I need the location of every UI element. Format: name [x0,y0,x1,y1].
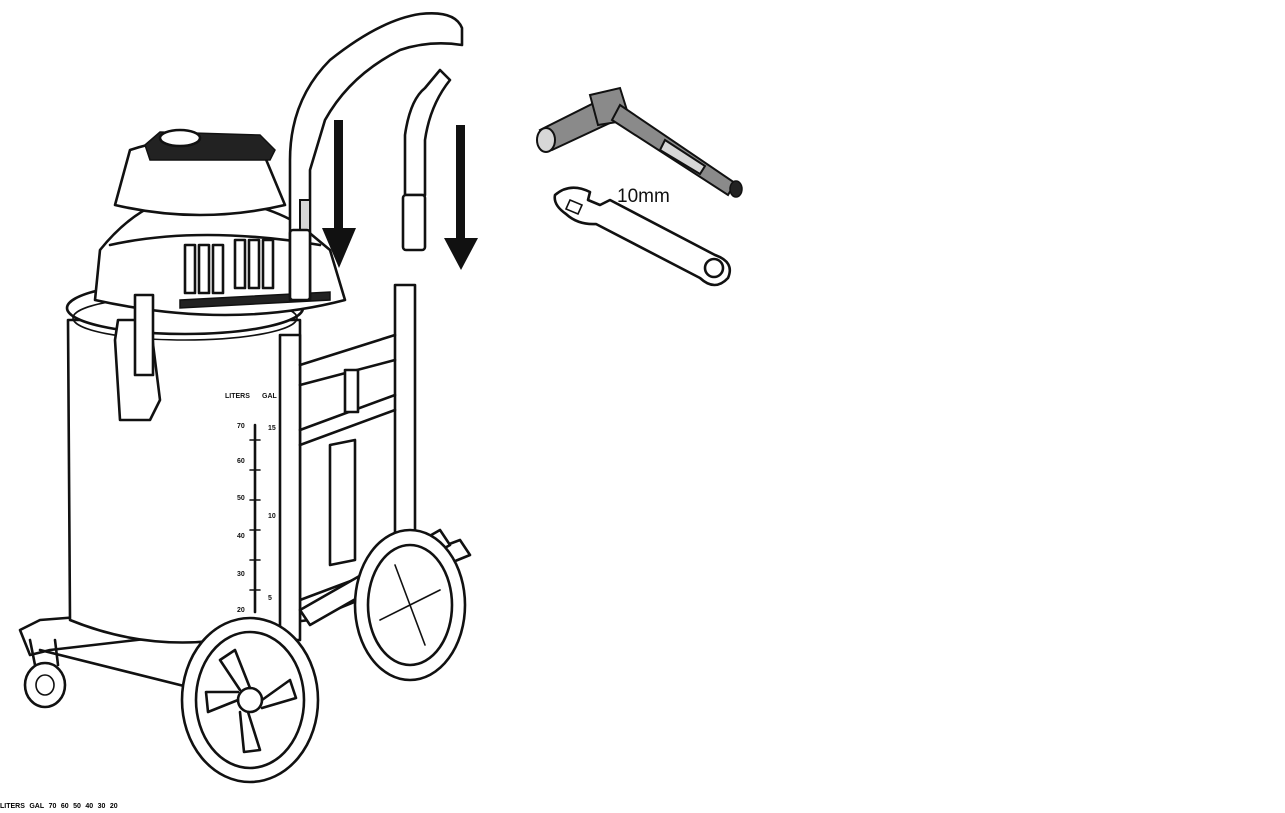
liters-mark-d: 40 [85,803,94,810]
liters-mark-f: 20 [109,803,118,810]
assembly-illustration: LITERS GAL 70 60 50 40 30 20 15 10 5 [18,12,743,784]
vacuum-assembled: LITERS GAL 70 60 50 40 30 20 [0,795,118,812]
liters-mark-6: 20 [237,607,245,614]
gal-mark-3: 5 [268,595,272,602]
tank-volume-scale-assembled: LITERS GAL 70 60 50 40 30 20 [0,795,118,812]
liters-mark-4: 40 [237,533,245,540]
liters-mark-a: 70 [48,803,57,810]
scale-header-liters: LITERS [225,393,250,400]
socket-ratchet-icon [536,86,743,198]
gal-mark-1: 15 [268,425,276,432]
liters-mark-c: 50 [73,803,81,810]
scale-header-gal-2: GAL [29,803,45,810]
liters-mark-2: 60 [237,458,245,465]
insert-handle-arrows [322,120,478,270]
liters-mark-b: 60 [60,803,69,810]
gal-mark-2: 10 [268,513,276,520]
tank-volume-scale: LITERS GAL 70 60 50 40 30 20 15 10 5 [225,393,278,614]
motor-vents-left [183,238,275,295]
scale-header-gal: GAL [262,393,278,400]
vacuum-before-assembly: LITERS GAL 70 60 50 40 30 20 15 10 5 [18,12,472,784]
combination-wrench-icon [553,186,732,287]
wrench-size-label: 10mm [617,186,670,207]
liters-mark-e: 30 [97,803,106,810]
liters-mark-3: 50 [237,495,245,502]
liters-mark-1: 70 [237,423,245,430]
scale-header-liters-2: LITERS [0,803,25,810]
assembly-diagram: LITERS GAL 70 60 50 40 30 20 15 10 5 [0,12,743,810]
liters-mark-5: 30 [237,571,245,578]
